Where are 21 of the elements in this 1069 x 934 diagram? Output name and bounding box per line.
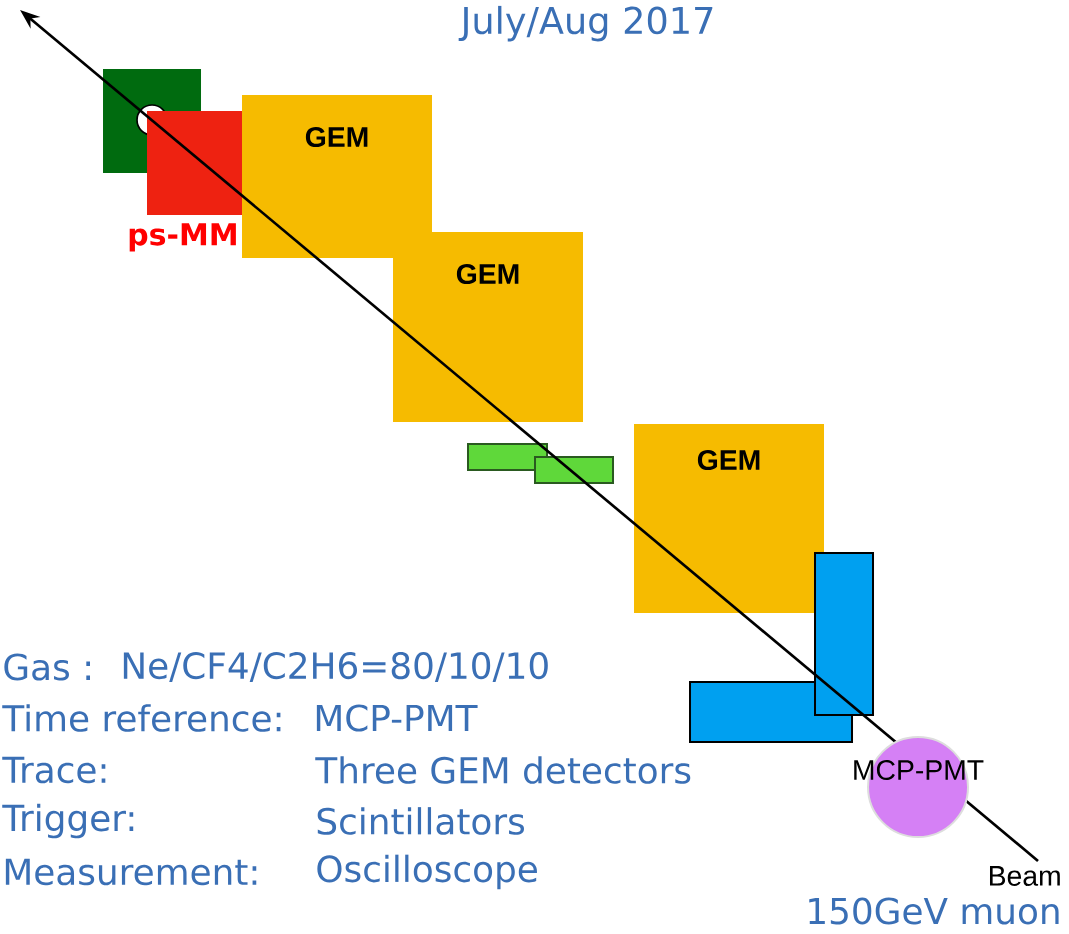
note-text: Three GEM detectors [315,756,691,784]
note-text: Gas : [4,653,90,681]
detector-label: ps-MM [129,223,236,252]
note-text: Trace: [2,756,106,784]
detector-box [534,456,614,484]
detector-box: GEM [242,95,432,258]
note-text: MCP-PMT [316,704,478,732]
note-text: Oscilloscope [317,854,537,890]
detector-box: GEM [634,424,824,613]
beam-label: 150GeV muon [809,897,1059,925]
note-text: Time reference: [2,704,281,732]
detector-box: GEM [393,232,583,422]
note-text: Ne/CF4/C2H6=80/10/10 [123,652,548,682]
note-text: Measurement: [5,858,257,886]
note-text: Trigger: [2,803,134,839]
note-text: Scintillators [317,807,524,835]
detector-box [814,552,874,716]
title: July/Aug 2017 [458,5,713,42]
beam-label: Beam [990,866,1060,886]
detector-box [467,443,548,471]
detector-box [147,111,245,215]
